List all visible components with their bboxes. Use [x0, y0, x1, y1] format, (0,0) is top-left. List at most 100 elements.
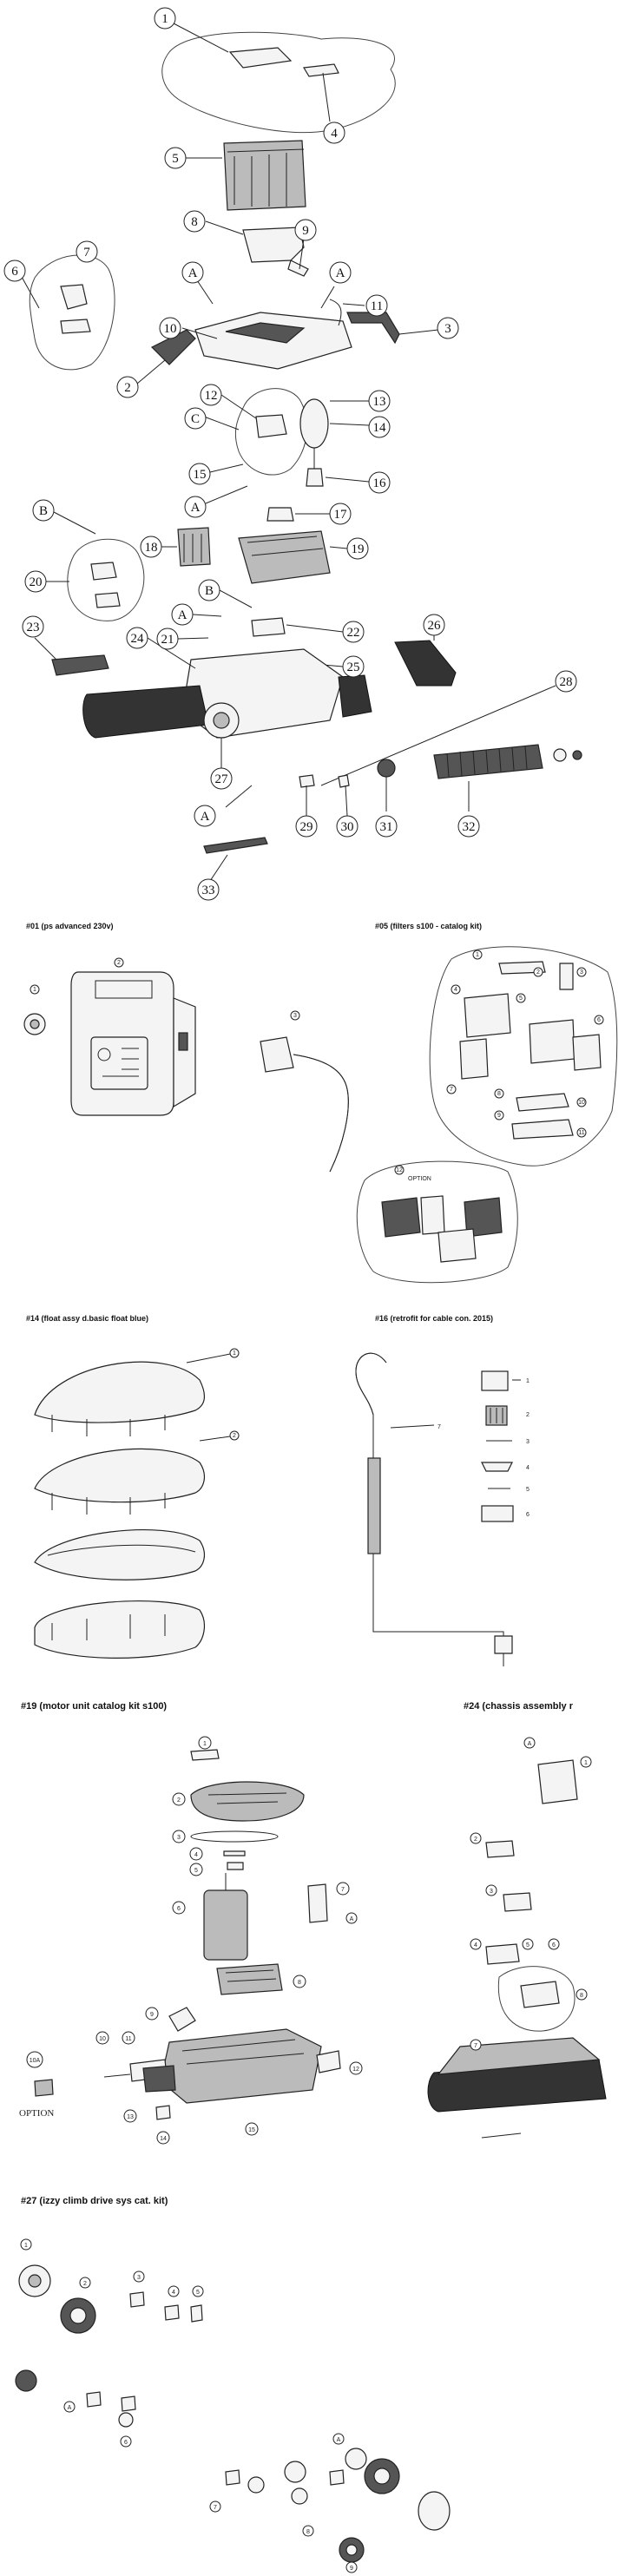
svg-text:A: A [191, 501, 201, 515]
cover-lock [303, 63, 339, 77]
svg-text:B: B [39, 504, 48, 518]
section-24-title: #24 (chassis assembly r [464, 1701, 573, 1712]
callout-20: 20 [24, 570, 47, 593]
svg-text:4: 4 [454, 987, 457, 993]
filter-panel-c [459, 1038, 489, 1080]
svg-text:1: 1 [203, 1741, 207, 1747]
housing-top [225, 322, 306, 344]
svg-text:C: C [191, 412, 200, 426]
svg-text:7: 7 [438, 1424, 441, 1430]
svg-text:4: 4 [474, 1942, 477, 1948]
callout-11: 11 [365, 294, 388, 317]
part-22 [251, 617, 286, 637]
svg-text:2: 2 [124, 381, 131, 395]
option-filter-b [420, 1195, 445, 1235]
svg-text:2: 2 [177, 1797, 181, 1804]
motor-pcb-8 [216, 1963, 283, 1995]
callout-22: 22 [342, 621, 365, 643]
svg-text:9: 9 [350, 2566, 353, 2572]
svg-text:17: 17 [334, 508, 348, 522]
svg-text:14: 14 [160, 2136, 167, 2142]
callout-12: 12 [200, 384, 222, 406]
svg-text:30: 30 [341, 820, 354, 834]
section-05-title: #05 (filters s100 - catalog kit) [375, 922, 483, 930]
callout-21: 21 [156, 628, 179, 650]
callout-18: 18 [140, 536, 162, 558]
svg-text:1: 1 [161, 12, 168, 26]
float-shell-1 [34, 1361, 206, 1423]
callout-27: 27 [210, 767, 233, 790]
svg-text:6: 6 [597, 1017, 601, 1023]
svg-text:A: A [528, 1741, 532, 1747]
svg-text:28: 28 [560, 675, 573, 689]
svg-text:5: 5 [194, 1868, 198, 1874]
retrofit-4 [481, 1462, 513, 1472]
svg-text:9: 9 [150, 2012, 154, 2018]
svg-text:2: 2 [536, 969, 540, 976]
cloud-20 [67, 538, 145, 621]
svg-text:4: 4 [526, 1465, 530, 1471]
svg-text:7: 7 [474, 2043, 477, 2049]
float-shell-3 [34, 1528, 206, 1580]
side-panel-right [346, 312, 400, 345]
filter-panel-d [572, 1034, 602, 1071]
float-cloud [234, 388, 308, 476]
svg-text:3: 3 [444, 322, 451, 336]
callout-letter-b-2: B [198, 579, 220, 601]
svg-text:B: B [205, 584, 214, 598]
svg-text:7: 7 [83, 246, 90, 260]
svg-text:2: 2 [233, 1433, 236, 1439]
drive-18 [177, 527, 211, 567]
track-26 [394, 640, 457, 687]
svg-text:25: 25 [347, 660, 360, 674]
svg-text:9: 9 [302, 224, 309, 238]
filter-kit-cloud [429, 946, 618, 1166]
option-filter-d [438, 1228, 477, 1263]
filter-panel-b [529, 1019, 576, 1064]
svg-text:7: 7 [450, 1087, 453, 1093]
brush-cap [553, 748, 567, 762]
svg-text:9: 9 [497, 1113, 501, 1119]
callout-19: 19 [346, 537, 369, 560]
svg-text:5: 5 [196, 2290, 200, 2296]
svg-text:A: A [201, 810, 210, 824]
svg-text:7: 7 [341, 1887, 345, 1893]
svg-text:16: 16 [373, 476, 387, 490]
svg-text:A: A [350, 1916, 354, 1922]
ps-side [173, 997, 196, 1108]
callout-5: 5 [164, 147, 187, 169]
track-left [82, 685, 209, 739]
svg-text:5: 5 [526, 1487, 530, 1493]
svg-text:22: 22 [347, 626, 360, 640]
svg-text:11: 11 [125, 2036, 131, 2042]
svg-text:12: 12 [352, 2067, 359, 2073]
callout-9: 9 [294, 219, 317, 241]
svg-text:29: 29 [300, 820, 313, 834]
svg-text:6: 6 [124, 2440, 128, 2446]
callout-letter-a-3: A [184, 496, 207, 518]
bracket-cloud [29, 254, 115, 371]
retrofit-6 [481, 1505, 514, 1522]
filter-tray-2 [511, 1119, 574, 1140]
chassis-part-2 [485, 1840, 515, 1858]
callout-25: 25 [342, 655, 365, 678]
section-19-24-diagram: 1 2 3 4 5 6 7 8 9 10 10A 11 12 13 14 15 … [19, 1736, 607, 2145]
drive-disc [418, 2491, 451, 2531]
svg-text:5: 5 [172, 152, 179, 166]
filter-option-cloud [356, 1160, 518, 1284]
section-19-option-label: OPTION [19, 2108, 54, 2119]
option-10a [34, 2079, 54, 2097]
svg-text:2: 2 [526, 1412, 530, 1418]
callout-24: 24 [126, 627, 148, 649]
part-20a [90, 562, 117, 581]
svg-text:10: 10 [164, 322, 177, 336]
float-part-12 [255, 414, 287, 438]
bracket-part-7 [60, 284, 88, 310]
section-05-option-label: OPTION [408, 1176, 431, 1182]
svg-text:3: 3 [490, 1889, 493, 1895]
svg-text:8: 8 [580, 1993, 583, 1999]
svg-text:32: 32 [463, 820, 476, 834]
svg-text:10A: 10A [30, 2058, 41, 2064]
section-16-title: #16 (retrofit for cable con. 2015) [375, 1314, 494, 1323]
track-right [338, 674, 372, 718]
